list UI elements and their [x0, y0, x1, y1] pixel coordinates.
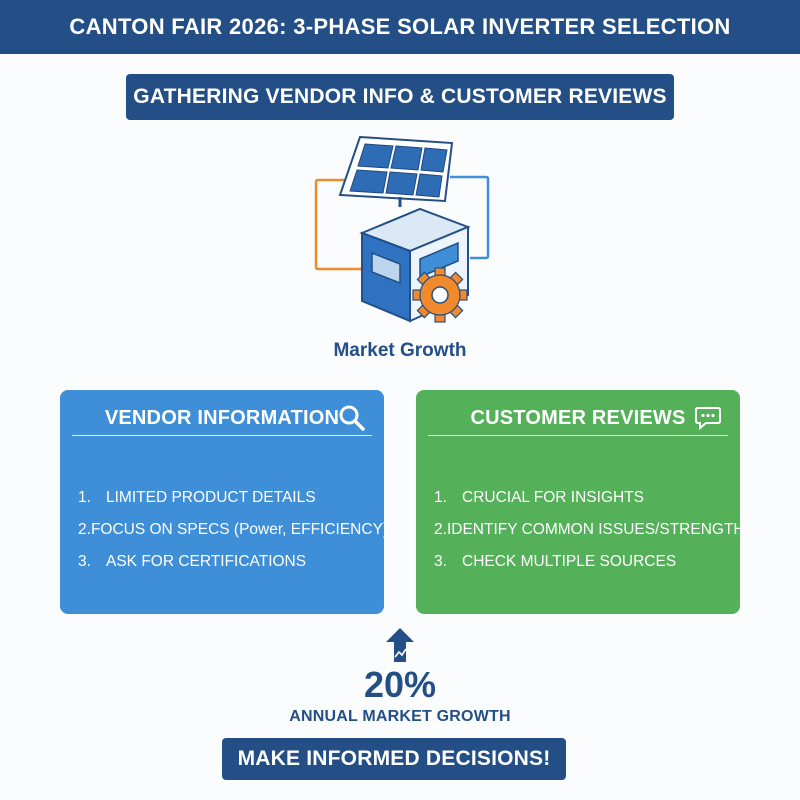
vendor-info-list: 1. LIMITED PRODUCT DETAILS 2. FOCUS ON S…: [78, 482, 388, 578]
up-arrow-icon: [386, 628, 414, 662]
growth-value: 20%: [363, 664, 437, 705]
illustration-caption: Market Growth: [333, 340, 467, 361]
list-item: 2. FOCUS ON SPECS (Power, EFFICIENCY): [78, 514, 388, 546]
vendor-card-title: VENDOR INFORMATION: [104, 407, 340, 429]
header-bar: CANTON FAIR 2026: 3-PHASE SOLAR INVERTER…: [0, 0, 800, 54]
list-item-number: 2.: [78, 521, 91, 538]
list-item: 1. LIMITED PRODUCT DETAILS: [78, 482, 376, 514]
subtitle-banner: GATHERING VENDOR INFO & CUSTOMER REVIEWS: [126, 74, 674, 120]
cta-banner: MAKE INFORMED DECISIONS!: [222, 738, 566, 780]
list-item-number: 1.: [434, 489, 447, 506]
list-item-text: ASK FOR CERTIFICATIONS: [106, 553, 307, 570]
list-item: 3. CHECK MULTIPLE SOURCES: [434, 546, 732, 578]
list-item: 2. IDENTIFY COMMON ISSUES/STRENGTHS: [434, 514, 755, 546]
subtitle-label: GATHERING VENDOR INFO & CUSTOMER REVIEWS: [133, 85, 667, 108]
list-item-number: 3.: [78, 553, 91, 570]
list-item-text: FOCUS ON SPECS (Power, EFFICIENCY): [90, 521, 389, 538]
customer-reviews-card: CUSTOMER REVIEWS 1. CRUCIAL FOR INSIGHTS…: [416, 390, 755, 614]
list-item: 1. CRUCIAL FOR INSIGHTS: [434, 482, 732, 514]
chat-bubble-icon: [695, 407, 721, 431]
customer-reviews-list: 1. CRUCIAL FOR INSIGHTS 2. IDENTIFY COMM…: [434, 482, 755, 578]
solar-panel-icon: [338, 135, 454, 207]
cta-label: MAKE INFORMED DECISIONS!: [237, 747, 551, 770]
list-item-text: IDENTIFY COMMON ISSUES/STRENGTHS: [446, 521, 755, 538]
list-item-text: LIMITED PRODUCT DETAILS: [106, 489, 316, 506]
list-item-number: 1.: [78, 489, 91, 506]
orange-frame-icon: [314, 178, 378, 271]
list-item-number: 2.: [434, 521, 447, 538]
reviews-card-header: CUSTOMER REVIEWS: [428, 402, 728, 436]
gear-icon: [412, 267, 468, 323]
list-item-number: 3.: [434, 553, 447, 570]
growth-label: ANNUAL MARKET GROWTH: [289, 708, 511, 725]
list-item-text: CRUCIAL FOR INSIGHTS: [462, 489, 644, 506]
magnifier-icon: [339, 405, 365, 431]
page-title: CANTON FAIR 2026: 3-PHASE SOLAR INVERTER…: [69, 14, 731, 39]
vendor-card-header: VENDOR INFORMATION: [72, 402, 372, 436]
list-item: 3. ASK FOR CERTIFICATIONS: [78, 546, 376, 578]
vendor-information-card: VENDOR INFORMATION 1. LIMITED PRODUCT DE…: [60, 390, 388, 614]
solar-inverter-illustration: [314, 135, 490, 323]
reviews-card-title: CUSTOMER REVIEWS: [470, 407, 686, 429]
list-item-text: CHECK MULTIPLE SOURCES: [462, 553, 677, 570]
blue-frame-icon: [450, 175, 490, 260]
